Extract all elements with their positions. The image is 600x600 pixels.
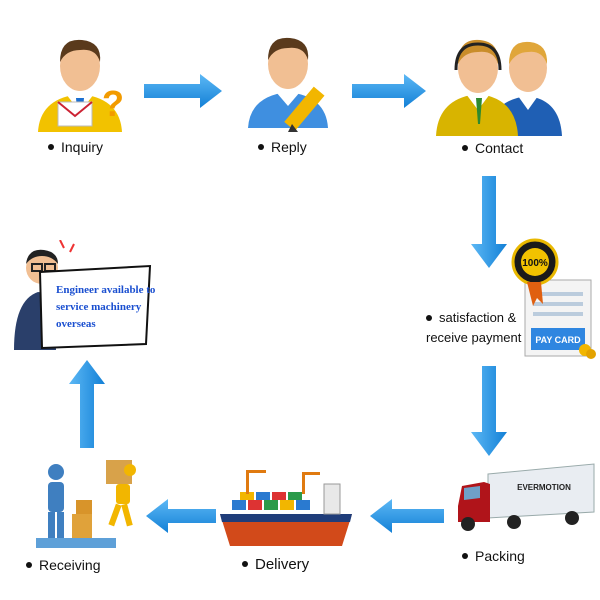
pay-card-text: PAY CARD — [535, 335, 581, 345]
svg-text:?: ? — [102, 83, 124, 124]
engineer-sign-icon — [14, 240, 152, 350]
step-label-packing: Packing — [462, 548, 525, 564]
arrow-reply-to-contact — [352, 74, 426, 108]
sign-line-3: overseas — [56, 318, 96, 330]
arrow-inquiry-to-reply — [144, 74, 222, 108]
delivery-ship-icon — [220, 470, 352, 546]
arrow-contact-to-payment — [471, 176, 507, 268]
engineer-sign-text: Engineer available to service machinery … — [56, 282, 155, 333]
arrow-payment-to-packing — [471, 366, 507, 456]
bullet-icon — [462, 145, 468, 152]
pay-card-guarantee-icon: PAY CARD 100% — [511, 238, 596, 359]
step-label-delivery: Delivery — [242, 556, 309, 573]
bullet-icon — [242, 561, 248, 568]
guarantee-text: 100% — [522, 258, 548, 269]
sign-line-1: Engineer available to — [56, 284, 156, 296]
step-label-inquiry: Inquiry — [48, 139, 103, 155]
receiving-worker-icon — [36, 460, 136, 548]
truck-brand-text: EVERMOTION — [517, 483, 571, 492]
step-label-reply: Reply — [258, 139, 307, 155]
sign-line-2: service machinery — [56, 301, 142, 313]
arrow-receiving-to-engineer — [69, 360, 105, 448]
contact-agents-icon — [436, 39, 562, 136]
inquiry-person-icon: ? — [38, 39, 124, 132]
reply-person-icon — [248, 37, 328, 132]
bullet-icon — [48, 144, 54, 151]
bullet-icon — [462, 553, 468, 560]
step-label-contact: Contact — [462, 140, 523, 156]
arrow-delivery-to-receiving — [146, 499, 216, 533]
arrow-packing-to-delivery — [370, 499, 444, 533]
bullet-icon — [426, 314, 432, 321]
packing-truck-icon: EVERMOTION — [458, 463, 595, 531]
step-label-payment: satisfaction & receive payment — [426, 310, 522, 345]
bullet-icon — [258, 144, 264, 151]
bullet-icon — [26, 562, 32, 569]
step-label-receiving: Receiving — [26, 557, 100, 573]
